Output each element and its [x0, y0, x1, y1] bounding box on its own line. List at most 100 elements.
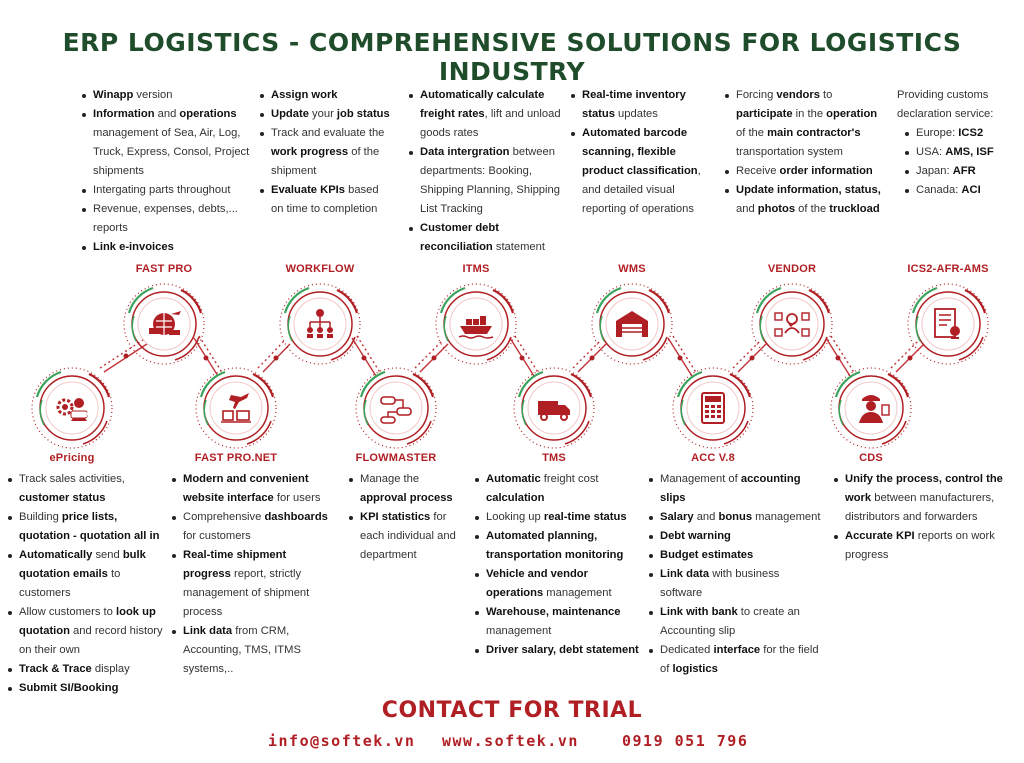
contact-for-trial-heading: CONTACT FOR TRIAL [381, 698, 643, 723]
itms-features: Automatically calculate freight rates, l… [407, 86, 567, 257]
list-item: Receive order information [723, 162, 888, 181]
list-item: Budget estimates [647, 546, 822, 565]
airplane-boxes-icon [195, 367, 277, 449]
label-flowmaster: FLOWMASTER [355, 452, 437, 464]
delivery-truck-icon [513, 367, 595, 449]
list-item: Europe: ICS2 [903, 124, 1022, 143]
customs-declaration-icon [907, 283, 989, 365]
node-flowmaster [353, 365, 439, 451]
node-fastpro [121, 281, 207, 367]
list-item: Management of accounting slips [647, 470, 822, 508]
customs-officer-icon [830, 367, 912, 449]
globe-transport-icon [123, 283, 205, 365]
list-item: Automatically send bulk quotation emails… [6, 546, 168, 603]
node-fastpronet [193, 365, 279, 451]
node-wms [589, 281, 675, 367]
vendor-features: Forcing vendors to participate in the op… [723, 86, 888, 219]
calculator-icon [672, 367, 754, 449]
node-workflow [277, 281, 363, 367]
contact-website[interactable]: www.softek.vn [442, 732, 579, 750]
list-item: Forcing vendors to participate in the op… [723, 86, 888, 162]
fastpro-features: Winapp version Information and operation… [80, 86, 250, 257]
warehouse-icon [591, 283, 673, 365]
node-epricing: CRM [29, 365, 115, 451]
list-item: Salary and bonus management [647, 508, 822, 527]
list-item: Dedicated interface for the field of log… [647, 641, 822, 679]
list-item: Submit SI/Booking [6, 679, 168, 698]
list-item: Update information, status, and photos o… [723, 181, 888, 219]
list-item: Automated barcode scanning, flexible pro… [569, 124, 709, 219]
workflow-hierarchy-icon [279, 283, 361, 365]
list-item: Revenue, expenses, debts,... reports [80, 200, 250, 238]
page-title: ERP LOGISTICS - COMPREHENSIVE SOLUTIONS … [62, 28, 962, 86]
label-itms: ITMS [462, 263, 490, 275]
label-cds: CDS [859, 452, 883, 464]
list-item: Customer debt reconciliation statement [407, 219, 567, 257]
list-item: Link e-invoices [80, 238, 250, 257]
list-item: Information and operations management of… [80, 105, 250, 181]
list-item: Link data with business software [647, 565, 822, 603]
list-item: KPI statistics for each individual and d… [347, 508, 459, 565]
list-item: Canada: ACI [903, 181, 1022, 200]
label-fastpronet: FAST PRO.NET [194, 452, 278, 464]
list-item: Intergating parts throughout [80, 181, 250, 200]
list-item: Track & Trace display [6, 660, 168, 679]
list-item: Unify the process, control the work betw… [832, 470, 1007, 527]
list-item: Japan: AFR [903, 162, 1022, 181]
list-item: Comprehensive dashboards for customers [170, 508, 332, 546]
list-item: Data intergration between departments: B… [407, 143, 567, 219]
list-item: Assign work [258, 86, 393, 105]
label-epricing: ePricing [49, 452, 95, 464]
label-vendor: VENDOR [767, 263, 817, 275]
contact-phone[interactable]: 0919 051 796 [622, 732, 749, 750]
node-cds [828, 365, 914, 451]
list-item: Vehicle and vendor operations management [473, 565, 648, 603]
contact-email[interactable]: info@softek.vn [268, 732, 416, 750]
acc-features: Management of accounting slips Salary an… [647, 470, 822, 679]
list-item: Link data from CRM, Accounting, TMS, ITM… [170, 622, 332, 679]
svg-text:CRM: CRM [77, 413, 91, 419]
list-item: Modern and convenient website interface … [170, 470, 332, 508]
list-item: Building price lists, quotation - quotat… [6, 508, 168, 546]
flowmaster-features: Manage the approval process KPI statisti… [347, 470, 459, 565]
node-tms [511, 365, 597, 451]
crm-gear-icon: CRM [31, 367, 113, 449]
list-item: Automated planning, transportation monit… [473, 527, 648, 565]
list-item: Link with bank to create an Accounting s… [647, 603, 822, 641]
wms-features: Real-time inventory status updates Autom… [569, 86, 709, 219]
ics2-features: Providing customs declaration service: E… [897, 86, 1022, 200]
list-item: Real-time shipment progress report, stri… [170, 546, 332, 622]
label-wms: WMS [618, 263, 646, 275]
label-ics2: ICS2-AFR-AMS [907, 263, 989, 275]
list-item: Allow customers to look up quotation and… [6, 603, 168, 660]
list-item: Winapp version [80, 86, 250, 105]
flow-approval-icon [355, 367, 437, 449]
list-item: Automatically calculate freight rates, l… [407, 86, 567, 143]
list-item: Providing customs declaration service: [897, 89, 994, 120]
list-item: Warehouse, maintenance management [473, 603, 648, 641]
node-ics2 [905, 281, 991, 367]
list-item: Track and evaluate the work progress of … [258, 124, 393, 181]
node-acc [670, 365, 756, 451]
epricing-features: Track sales activities, customer status … [6, 470, 168, 698]
list-item: Track sales activities, customer status [6, 470, 168, 508]
list-item: Looking up real-time status [473, 508, 648, 527]
list-item: Accurate KPI reports on work progress [832, 527, 1007, 565]
label-fastpro: FAST PRO [135, 263, 193, 275]
fastpronet-features: Modern and convenient website interface … [170, 470, 332, 679]
cds-features: Unify the process, control the work betw… [832, 470, 1007, 565]
tms-features: Automatic freight cost calculation Looki… [473, 470, 648, 660]
node-itms [433, 281, 519, 367]
list-item: Automatic freight cost calculation [473, 470, 648, 508]
label-acc: ACC V.8 [691, 452, 735, 464]
label-workflow: WORKFLOW [285, 263, 355, 275]
cargo-ship-icon [435, 283, 517, 365]
vendor-people-icon [751, 283, 833, 365]
label-tms: TMS [542, 452, 566, 464]
list-item: Evaluate KPIs based on time to completio… [258, 181, 393, 219]
list-item: Real-time inventory status updates [569, 86, 709, 124]
list-item: Update your job status [258, 105, 393, 124]
list-item: Debt warning [647, 527, 822, 546]
list-item: Driver salary, debt statement [473, 641, 648, 660]
workflow-features: Assign work Update your job status Track… [258, 86, 393, 219]
